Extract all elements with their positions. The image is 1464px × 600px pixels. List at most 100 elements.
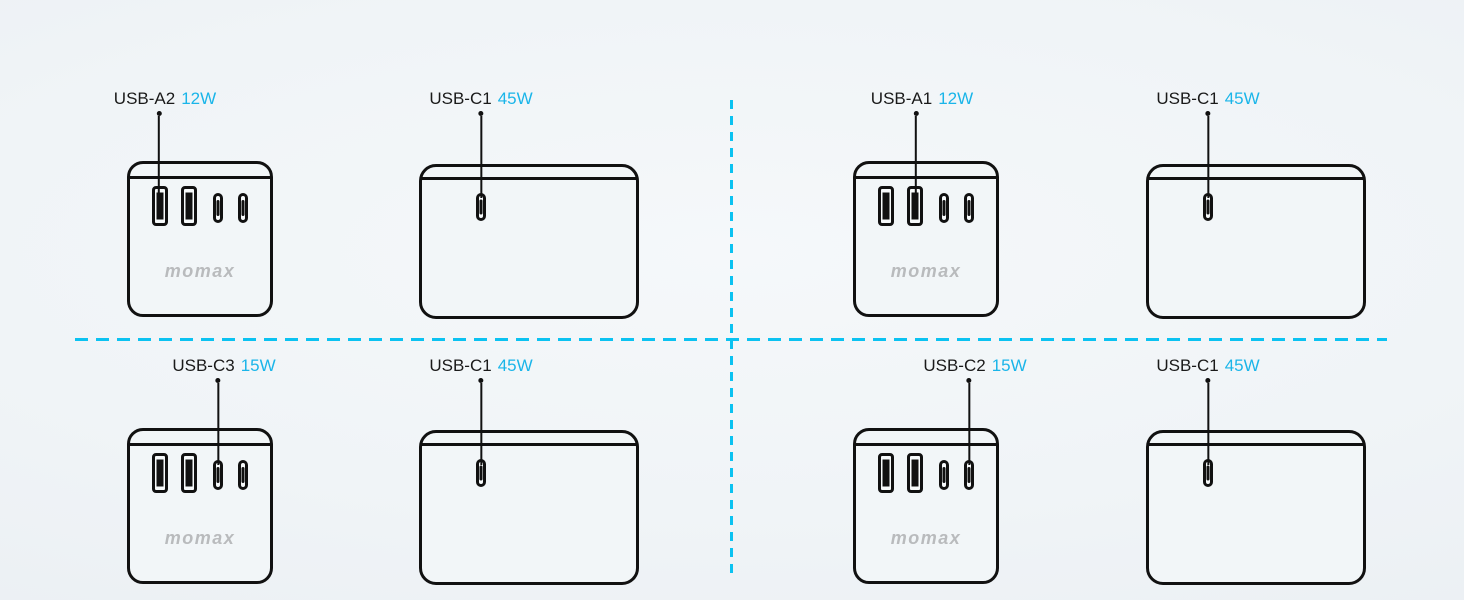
momax-logo: momax (164, 261, 236, 281)
usb-a-port-1 (152, 186, 168, 226)
usb-a-pin (156, 459, 164, 487)
vertical-divider-dashed-line (730, 100, 733, 577)
wall-charger-bottom-left: momax (127, 428, 273, 584)
port-wattage: 15W (991, 356, 1027, 375)
powerbank-lid-seam (421, 443, 637, 446)
callout-dot (966, 378, 972, 383)
callout-dot (913, 111, 919, 116)
callout-leader-line (157, 116, 160, 198)
port-callout-label: USB-C1 45W (1156, 357, 1259, 374)
usb-c-port-3 (213, 193, 223, 223)
usb-a-pin (882, 192, 890, 220)
usb-a-port-1 (878, 453, 894, 493)
port-wattage: 45W (1224, 89, 1260, 108)
power-bank-top-right (1146, 164, 1366, 319)
wall-charger-bottom-right: momax (853, 428, 999, 584)
port-name: USB-A2 (113, 89, 176, 108)
usb-a-port-2 (907, 453, 923, 493)
usb-a-pin (911, 459, 919, 487)
callout-dot (1205, 378, 1211, 383)
callout-dot (478, 111, 484, 116)
port-wattage: 45W (497, 89, 533, 108)
usb-a-port-1 (152, 453, 168, 493)
powerbank-lid-seam (1148, 177, 1364, 180)
callout-usb-c2: USB-C2 15W (917, 357, 1027, 465)
usb-c-pin (479, 465, 483, 481)
callout-leader-line (1206, 116, 1209, 198)
momax-logo: momax (164, 528, 236, 548)
usb-c-pin (241, 467, 245, 483)
callout-usb-c1: USB-C1 45W (1156, 357, 1260, 465)
charger-lid-seam (129, 443, 271, 446)
callout-usb-c3: USB-C3 15W (166, 357, 276, 465)
power-bank-bottom-right (1146, 430, 1366, 585)
port-wattage: 15W (240, 356, 276, 375)
usb-a-pin (185, 459, 193, 487)
callout-usb-a2: USB-A2 12W (108, 90, 216, 198)
port-name: USB-C1 (1156, 89, 1219, 108)
port-name: USB-C3 (172, 356, 235, 375)
charger-lid-seam (855, 176, 997, 179)
usb-a-port-1 (878, 186, 894, 226)
usb-c-pin (479, 199, 483, 215)
port-callout-label: USB-C1 45W (429, 357, 532, 374)
callout-leader-line (479, 116, 482, 198)
port-name: USB-C1 (1156, 356, 1219, 375)
usb-c-pin (216, 467, 220, 483)
momax-logo: momax (890, 261, 962, 281)
usb-c-port-3 (939, 193, 949, 223)
usb-a-port-2 (181, 186, 197, 226)
usb-c-port-3 (939, 460, 949, 490)
port-callout-label: USB-C1 45W (429, 90, 532, 107)
callout-usb-a1: USB-A1 12W (865, 90, 973, 198)
charger-lid-seam (129, 176, 271, 179)
callout-leader-line (914, 116, 917, 198)
usb-a-pin (156, 192, 164, 220)
callout-dot (215, 378, 221, 383)
usb-c-pin (1206, 199, 1210, 215)
usb-c-pin (241, 200, 245, 216)
usb-a-port-2 (181, 453, 197, 493)
usb-a-pin (882, 459, 890, 487)
callout-usb-c1: USB-C1 45W (429, 90, 533, 198)
callout-usb-c1: USB-C1 45W (429, 357, 533, 465)
powerbank-lid-seam (1148, 443, 1364, 446)
usb-c-port-4 (238, 193, 248, 223)
port-callout-label: USB-C3 15W (172, 357, 275, 374)
port-callout-label: USB-A1 12W (871, 90, 973, 107)
port-wattage: 45W (497, 356, 533, 375)
callout-leader-line (479, 383, 482, 465)
callout-leader-line (967, 383, 970, 465)
usb-a-pin (185, 192, 193, 220)
wall-charger-top-right: momax (853, 161, 999, 317)
port-wattage: 45W (1224, 356, 1260, 375)
usb-c-pin (942, 467, 946, 483)
usb-c-pin (1206, 465, 1210, 481)
powerbank-lid-seam (421, 177, 637, 180)
port-wattage: 12W (938, 89, 974, 108)
port-name: USB-C1 (429, 89, 492, 108)
momax-logo: momax (890, 528, 962, 548)
usb-c-pin (967, 200, 971, 216)
port-callout-label: USB-A2 12W (114, 90, 216, 107)
usb-c-port-4 (964, 193, 974, 223)
port-callout-label: USB-C1 45W (1156, 90, 1259, 107)
port-callout-label: USB-C2 15W (923, 357, 1026, 374)
power-bank-bottom-left (419, 430, 639, 585)
charger-lid-seam (855, 443, 997, 446)
usb-c-pin (942, 200, 946, 216)
callout-leader-line (216, 383, 219, 465)
usb-c-pin (967, 467, 971, 483)
port-wattage: 12W (181, 89, 217, 108)
usb-c-pin (216, 200, 220, 216)
callout-usb-c1: USB-C1 45W (1156, 90, 1260, 198)
port-name: USB-C2 (923, 356, 986, 375)
callout-dot (156, 111, 162, 116)
callout-dot (1205, 111, 1211, 116)
wall-charger-top-left: momax (127, 161, 273, 317)
callout-leader-line (1206, 383, 1209, 465)
port-name: USB-C1 (429, 356, 492, 375)
port-name: USB-A1 (870, 89, 933, 108)
usb-c-port-4 (238, 460, 248, 490)
